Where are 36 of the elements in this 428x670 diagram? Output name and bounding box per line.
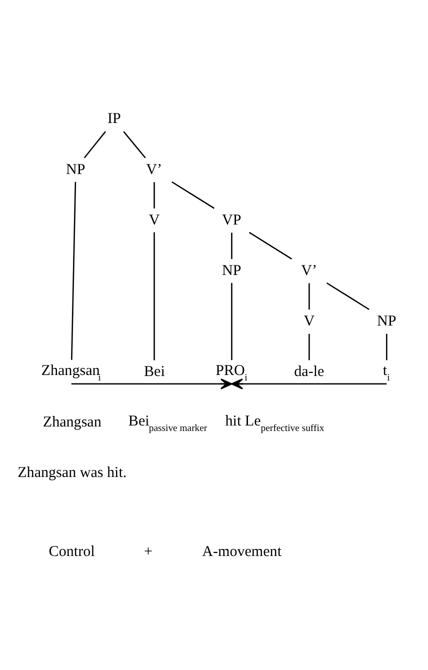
- node-text: VP: [222, 212, 241, 228]
- node-text: V: [148, 212, 160, 228]
- connector: [122, 130, 146, 158]
- node-text: NP: [66, 161, 85, 178]
- node-text: V’: [300, 262, 316, 278]
- connector: [230, 282, 232, 360]
- arrow: [230, 378, 386, 389]
- connector: [153, 232, 154, 360]
- label: Zhangsan was hit.: [17, 464, 126, 481]
- label: Bei$_{passive marker}$: [128, 413, 207, 434]
- connector: [248, 231, 292, 259]
- connector: [386, 333, 387, 360]
- node-text: IP: [106, 110, 120, 127]
- label: +: [144, 543, 152, 560]
- connector: [70, 181, 76, 360]
- node-text: t$_{i}$: [382, 362, 390, 383]
- connector: [308, 282, 310, 310]
- label: A-movement: [202, 543, 282, 560]
- node-text: da-le: [294, 364, 324, 380]
- node-text: Bei: [144, 364, 164, 380]
- connector: [230, 232, 232, 259]
- label: Zhangsan: [42, 414, 101, 430]
- node-text: V: [303, 312, 314, 329]
- node-text: NP: [376, 312, 396, 329]
- node-text: PRO$_{i}$: [215, 362, 247, 383]
- connector: [83, 130, 106, 158]
- connector: [308, 333, 310, 360]
- connector: [326, 282, 369, 310]
- node-text: V’: [146, 161, 162, 178]
- connector: [170, 180, 214, 208]
- label: hit Le$_{perfective suffix}$: [224, 413, 324, 434]
- connector: [153, 182, 154, 208]
- arrow: [70, 378, 232, 389]
- label: Control: [48, 543, 94, 560]
- node-text: NP: [222, 262, 241, 278]
- node-text: Zhangsan$_{i}$: [40, 362, 100, 383]
